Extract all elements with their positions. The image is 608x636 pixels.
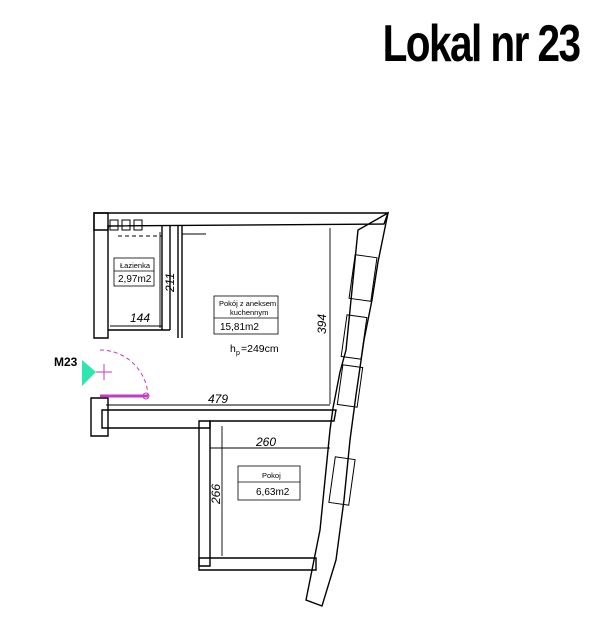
dimension-211: 211	[163, 273, 177, 293]
room-name-main-line2: kuchennym	[230, 308, 268, 317]
height-subscript: p	[236, 350, 240, 357]
dimension-144: 144	[130, 311, 150, 325]
fixtures	[109, 219, 206, 237]
wall-right	[305, 211, 389, 607]
room-bathroom: Łazienka 2,97m2	[113, 257, 155, 287]
dimension-lines	[106, 228, 331, 556]
wall-top	[93, 212, 389, 231]
dimension-394: 394	[315, 314, 329, 334]
room-area-main: 15,81m2	[220, 322, 259, 333]
height-value: =249cm	[241, 343, 279, 355]
dimension-479: 479	[208, 392, 228, 406]
room-name-pokoj: Pokoj	[262, 471, 281, 480]
dimension-260: 260	[255, 435, 276, 449]
entrance-door	[96, 349, 150, 400]
unit-label: M23	[54, 355, 78, 369]
page-title: Lokal nr 23	[383, 15, 582, 73]
ceiling-height: h p =249cm	[230, 343, 279, 357]
window-2	[340, 314, 368, 360]
window-4	[328, 456, 356, 506]
room-name-main-line1: Pokój z aneksem	[219, 299, 276, 308]
room-area-bathroom: 2,97m2	[118, 274, 152, 285]
wall-left-lower	[90, 397, 109, 437]
wall-lower-bottom	[198, 557, 317, 571]
room-pokoj: Pokoj 6,63m2	[237, 465, 301, 501]
walls	[90, 211, 389, 607]
room-label-box-main	[213, 295, 279, 335]
room-name-bathroom: Łazienka	[120, 261, 151, 270]
window-1	[348, 254, 378, 302]
room-label-box-bathroom	[113, 257, 155, 287]
wall-left-upper	[93, 212, 109, 339]
room-area-pokoj: 6,63m2	[256, 487, 290, 498]
wall-lower-left	[198, 420, 211, 567]
window-3	[336, 364, 364, 408]
dimension-266: 266	[209, 484, 223, 505]
wall-middle	[101, 409, 337, 429]
entrance-arrow	[82, 360, 96, 386]
height-symbol: h	[230, 343, 236, 355]
room-label-box-pokoj	[237, 465, 301, 501]
windows	[328, 254, 378, 506]
room-main: Pokój z aneksem kuchennym 15,81m2	[213, 295, 279, 335]
